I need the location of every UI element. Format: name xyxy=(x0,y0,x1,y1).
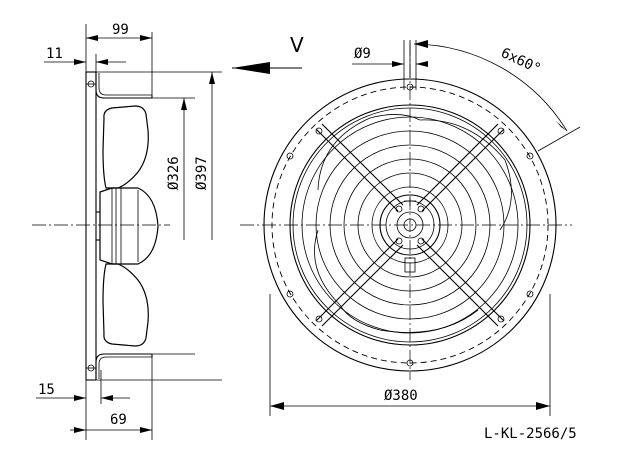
label-flange-11: 11 xyxy=(46,46,63,62)
label-view-v: V xyxy=(290,33,304,57)
side-view xyxy=(32,24,222,440)
view-arrow xyxy=(232,62,302,74)
label-width-99: 99 xyxy=(112,22,129,38)
front-view xyxy=(240,40,581,416)
label-blade-dia: Ø326 xyxy=(166,156,182,190)
label-hole-dia: Ø9 xyxy=(354,46,371,62)
label-hole-pattern: 6x60° xyxy=(498,45,543,77)
label-offset-15: 15 xyxy=(38,382,55,398)
label-depth-69: 69 xyxy=(110,412,127,428)
label-flange-dia: Ø397 xyxy=(194,156,210,190)
drawing-reference: L-KL-2566/5 xyxy=(484,426,577,442)
label-hole-circle-dia: Ø380 xyxy=(384,388,418,404)
